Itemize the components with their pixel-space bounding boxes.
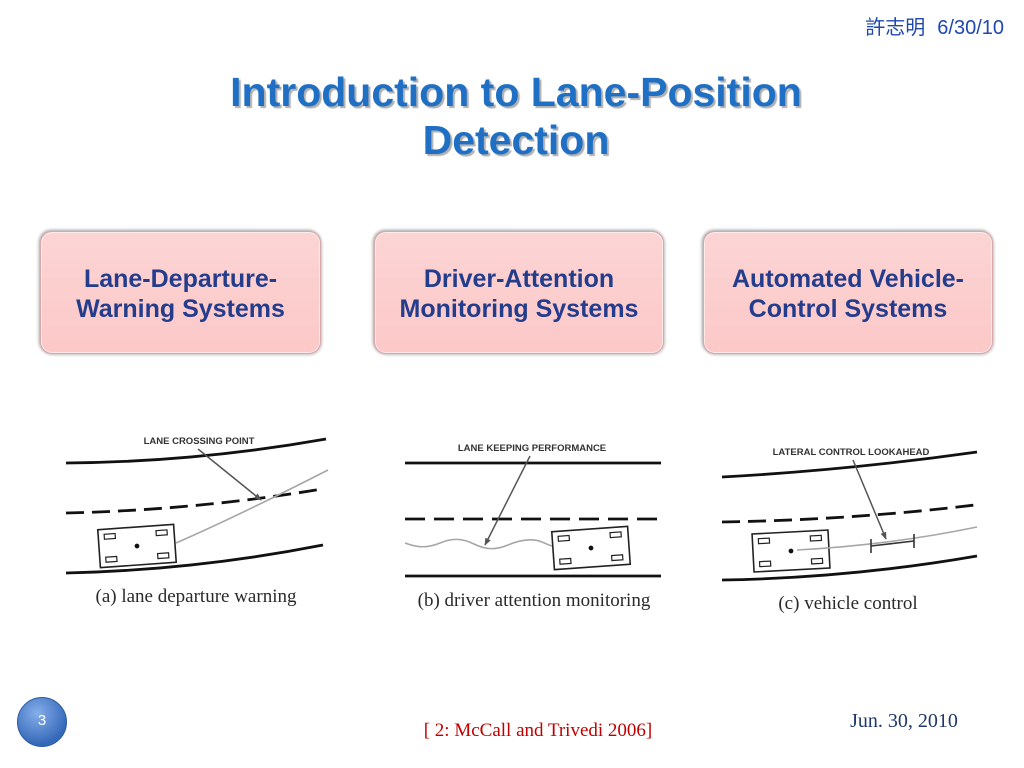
vehicle-wheel (610, 554, 624, 562)
feature-box-text: Driver-Attention (423, 265, 615, 293)
vehicle-wheel (810, 557, 824, 565)
vehicle (751, 529, 831, 573)
header-date: 6/30/10 (937, 17, 1004, 39)
slide-title-line: Detection (422, 117, 610, 163)
vehicle-wheel (559, 557, 572, 565)
figure-caption: (c) vehicle control (778, 593, 917, 614)
vehicle (96, 523, 178, 569)
feature-box-text: Lane-Departure- (83, 265, 278, 293)
vehicle-wheel (609, 531, 622, 539)
slide-title: Introduction to Lane-Position Detection (196, 68, 836, 164)
vehicle-center-dot (134, 543, 140, 549)
footer-date: Jun. 30, 2010 (850, 710, 958, 732)
feature-box-text: Control Systems (748, 295, 948, 323)
vehicle-wheel (758, 560, 772, 568)
slide-number: 3 (37, 712, 47, 729)
vehicle-center-dot (788, 548, 794, 554)
figure-label: LATERAL CONTROL LOOKAHEAD (773, 447, 930, 458)
figure-caption: (b) driver attention monitoring (418, 590, 651, 611)
lane-boundary-bottom (721, 554, 978, 582)
vehicle-center-dot (588, 545, 594, 551)
slide-title-line: Introduction to Lane-Position (230, 69, 802, 115)
lane-boundary-top (721, 450, 978, 479)
lookahead-bar (870, 540, 915, 547)
callout-arrow (197, 448, 262, 501)
figure-driver-attention-monitoring: LANE KEEPING PERFORMANCE (b) driver atte… (404, 443, 661, 611)
slide-number-badge: 3 (17, 697, 67, 747)
feature-box-lane-departure-warning: Lane-Departure- Warning Systems (40, 231, 321, 354)
vehicle (550, 525, 632, 571)
planned-trajectory (796, 526, 978, 551)
lane-divider-dashed (65, 487, 323, 515)
callout-arrow (852, 459, 887, 540)
lane-boundary-bottom (65, 543, 324, 575)
author-name: 許志明 (865, 17, 926, 39)
vehicle-wheel (757, 537, 771, 545)
figure-vehicle-control: LATERAL CONTROL LOOKAHEAD (c) vehicle co… (721, 447, 978, 614)
slide-header: 許志明 6/30/10 (865, 15, 1004, 41)
predicted-trajectory (175, 469, 329, 544)
lane-divider-dashed (721, 503, 976, 524)
lane-boundary-top (65, 437, 327, 465)
vehicle-wheel (105, 555, 118, 563)
vehicle-wheel (156, 552, 170, 560)
figure-caption: (a) lane departure warning (96, 586, 297, 607)
vehicle-wheel (809, 534, 823, 542)
figure-label: LANE CROSSING POINT (144, 436, 255, 447)
feature-box-driver-attention-monitoring: Driver-Attention Monitoring Systems (374, 231, 664, 354)
citation: [ 2: McCall and Trivedi 2006] (423, 720, 653, 741)
feature-box-text: Monitoring Systems (399, 295, 639, 323)
callout-arrow (484, 455, 531, 546)
lookahead-marker (870, 534, 915, 553)
feature-box-text: Automated Vehicle- (732, 265, 964, 293)
vehicle-wheel (557, 534, 571, 542)
figure-label: LANE KEEPING PERFORMANCE (458, 443, 606, 454)
vehicle-wheel (103, 532, 117, 540)
vehicle-wheel (155, 529, 168, 537)
feature-box-text: Warning Systems (76, 295, 285, 323)
feature-box-automated-vehicle-control: Automated Vehicle- Control Systems (703, 231, 993, 354)
figure-lane-departure-warning: LANE CROSSING POINT (a) lane departure w… (65, 436, 329, 607)
past-trajectory (404, 538, 554, 550)
